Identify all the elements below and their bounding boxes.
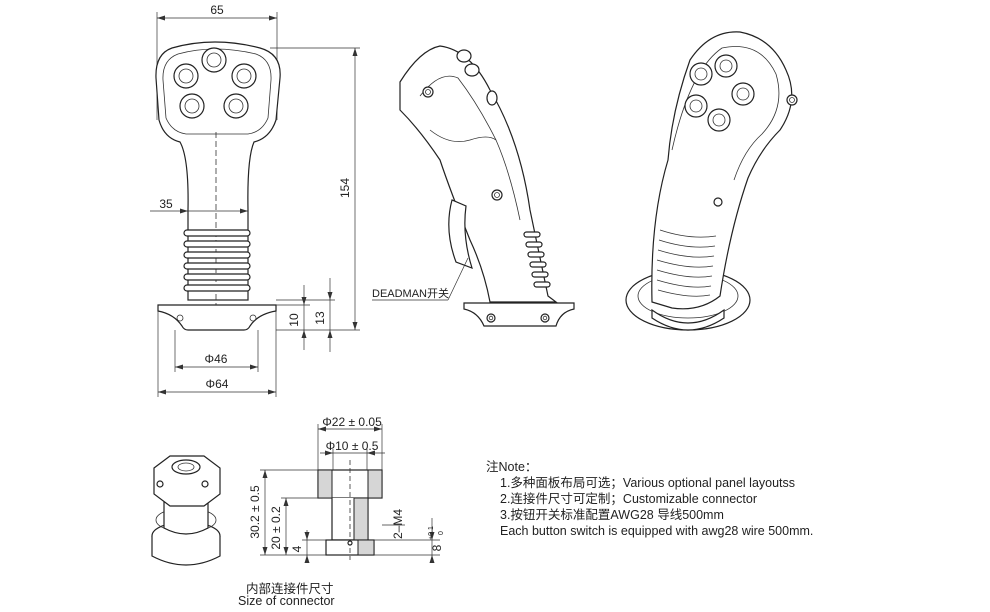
dim-30: 30.2 ± 0.5 [248,485,262,539]
dim-20: 20 ± 0.2 [269,506,283,550]
note-extra: Each button switch is equipped with awg2… [500,524,814,538]
deadman-label: DEADMAN开关 [372,286,449,300]
isometric-view [625,31,798,331]
dim-height-154: 154 [338,178,352,198]
front-view: 65 35 [150,3,360,397]
dim-neck-35: 35 [159,197,173,211]
connector-iso [151,455,221,566]
dim-8-tol-lower: 0 [438,531,445,535]
notes-title: 注Note： [486,460,538,474]
connector-caption-cn: 内部连接件尺寸 [246,582,334,596]
note-item-1: 1.多种面板布局可选；Various optional panel layout… [500,476,796,490]
dim-4: 4 [290,545,304,552]
connector-caption-en: Size of connector [238,594,335,608]
dim-phi10: Φ10 ± 0.5 [326,439,379,453]
note-item-2: 2.连接件尺寸可定制；Customizable connector [500,492,758,506]
dim-base-13: 13 [313,311,327,325]
dim-phi22: Φ22 ± 0.05 [322,415,382,429]
connector-section: Φ22 ± 0.05 Φ10 ± 0.5 30.2 ± 0.5 20 ± 0.2… [248,415,445,563]
side-view: DEADMAN开关 [372,45,575,327]
notes-block: 注Note： 1.多种面板布局可选；Various optional panel… [486,459,813,539]
dim-m4: 2–M4 [391,509,405,539]
iso-grip-ribs [656,229,717,297]
deadman-trigger [448,199,473,269]
note-item-3: 3.按钮开关标准配置AWG28 导线500mm [500,508,724,522]
button-cluster [173,47,257,119]
dim-width-65: 65 [210,3,224,17]
dim-phi46: Φ46 [205,352,228,366]
grip-ribs [183,229,251,292]
dim-base-10: 10 [287,313,301,327]
dim-8: 8 [430,544,444,551]
dim-8-tol-upper: +0.1 [428,526,435,540]
dim-phi64: Φ64 [206,377,229,391]
